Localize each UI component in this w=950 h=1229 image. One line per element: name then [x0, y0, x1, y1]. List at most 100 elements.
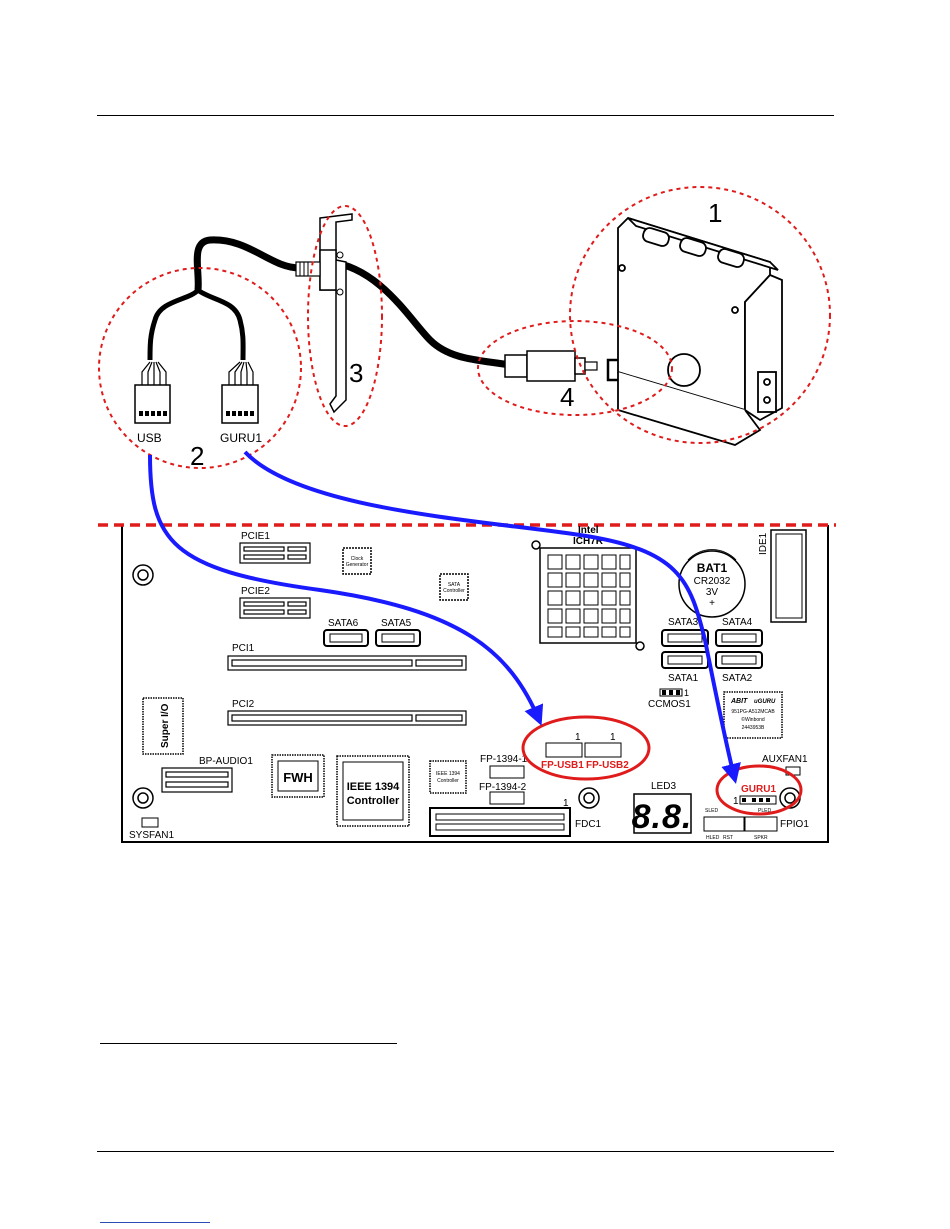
pci1-slot	[227, 655, 467, 671]
super-io-chip: Super I/O	[142, 697, 184, 755]
pcie1-label: PCIE1	[241, 531, 270, 542]
fwh-label: FWH	[283, 770, 313, 785]
sata2-label: SATA2	[722, 673, 753, 684]
bat1-model: CR2032	[694, 576, 731, 587]
fp-usb2-header	[584, 742, 622, 758]
ide1-label: IDE1	[758, 532, 769, 555]
usb-wires	[141, 361, 167, 385]
fdc1-pin1: 1	[563, 798, 569, 809]
callout-circle-1	[569, 186, 831, 444]
guru-clock-plug	[504, 350, 598, 382]
cable-main	[193, 236, 301, 291]
header-rule	[97, 115, 834, 116]
sata-ctrl-label-1: SATA	[448, 582, 461, 588]
clock-label-2: Generator	[346, 562, 369, 568]
uguru-brand: ABIT	[730, 698, 748, 705]
guru1-pin1: 1	[733, 796, 739, 807]
fpio1-header	[703, 816, 778, 832]
guru-cable-label: GURU1	[220, 431, 262, 445]
usb-cable-connector	[134, 384, 171, 424]
ich7r-heatsink	[531, 540, 645, 651]
led3-digits: 8.8.	[632, 798, 693, 836]
fp1394-2-label: FP-1394-2	[479, 782, 527, 793]
fpio-hled: HLED	[706, 835, 720, 841]
fpio-pled: PLED	[758, 808, 771, 814]
fdc1-connector	[429, 807, 571, 837]
callout-number-1: 1	[708, 198, 722, 228]
uguru-lot: 2443953B	[742, 725, 765, 731]
uguru-maker: ©Winbond	[741, 716, 765, 723]
fp1394-2-header	[489, 791, 525, 805]
bp-audio1-header	[161, 767, 233, 793]
led3-label: LED3	[651, 781, 676, 792]
callout-number-4: 4	[560, 382, 574, 412]
fp-usb1-pin1: 1	[575, 732, 581, 743]
bat1-plus: +	[709, 598, 715, 609]
ieee-small-label-2: Controller	[437, 778, 459, 784]
sata1-port	[661, 651, 709, 669]
fpio-sled: SLED	[705, 808, 718, 814]
ccmos1-pin: 1	[684, 688, 689, 698]
expansion-bracket	[295, 213, 353, 414]
uguru-part: 951PG-A512MCAB	[731, 709, 775, 715]
fp-usb1-label: FP-USB1	[541, 760, 584, 771]
ieee1394-controller-chip: IEEE 1394 Controller	[336, 755, 410, 827]
sata5-port	[375, 629, 421, 647]
footnote-rule	[100, 1043, 397, 1044]
usb-to-fp-usb-arrow	[148, 454, 544, 726]
guru-clock-device	[617, 216, 783, 446]
guru1-label: GURU1	[741, 784, 776, 795]
fp1394-1-header	[489, 765, 525, 779]
super-io-label: Super I/O	[160, 703, 171, 748]
fp-usb1-header	[545, 742, 583, 758]
fp1394-1-label: FP-1394-1	[480, 754, 528, 765]
callout-circle-4	[477, 320, 673, 416]
sata4-port	[715, 629, 763, 647]
pci2-slot	[227, 710, 467, 726]
auxfan1-label: AUXFAN1	[762, 754, 808, 765]
callout-circle-2	[98, 267, 302, 469]
callout-number-2: 2	[190, 441, 204, 471]
sata6-label: SATA6	[328, 618, 359, 629]
pcie1-slot	[239, 542, 311, 564]
sata3-port	[661, 629, 709, 647]
sysfan1-label: SYSFAN1	[129, 830, 174, 841]
page-footer-link-line	[100, 1222, 210, 1223]
fdc1-label: FDC1	[575, 819, 602, 830]
sata-ctrl-label-2: Controller	[443, 588, 465, 594]
sata2-port	[715, 651, 763, 669]
ieee1394-small-chip: IEEE 1394 Controller	[429, 760, 467, 794]
uguru-chip: ABIT uGURU 951PG-A512MCAB ©Winbond 24439…	[723, 691, 783, 739]
bat1-voltage: 3V	[706, 587, 719, 598]
ieee1394-label-1: IEEE 1394	[347, 781, 400, 793]
callout-circles	[98, 186, 831, 469]
uguru-product: uGURU	[754, 699, 776, 705]
sata-controller-chip: SATA Controller	[439, 573, 469, 601]
cable-to-guru-clock	[329, 258, 511, 369]
pci2-label: PCI2	[232, 699, 255, 710]
sata4-label: SATA4	[722, 617, 753, 628]
pcie2-slot	[239, 597, 311, 619]
ich7r-label: ICH7R	[573, 536, 604, 547]
callout-number-3: 3	[349, 358, 363, 388]
ieee-small-label-1: IEEE 1394	[436, 771, 460, 777]
motherboard-outline	[121, 525, 829, 843]
fwh-chip: FWH	[271, 754, 325, 798]
guru1-header	[739, 795, 777, 805]
ccmos1-label: CCMOS1	[648, 699, 691, 710]
cable-guru-branch	[196, 287, 246, 361]
sata5-label: SATA5	[381, 618, 412, 629]
callout-circle-3	[307, 205, 383, 427]
pcie2-label: PCIE2	[241, 586, 270, 597]
fp-usb2-pin1: 1	[610, 732, 616, 743]
guru-to-guru1-arrow	[243, 450, 741, 784]
guru-wires	[228, 361, 254, 385]
fp-usb2-label: FP-USB2	[586, 760, 629, 771]
bat1-label: BAT1	[697, 561, 728, 575]
cable-usb-branch	[147, 288, 200, 361]
clock-label-1: Clock	[351, 556, 364, 562]
footer-rule	[97, 1151, 834, 1152]
fp-usb-highlight	[521, 715, 651, 781]
guru-cable-connector	[221, 384, 259, 424]
